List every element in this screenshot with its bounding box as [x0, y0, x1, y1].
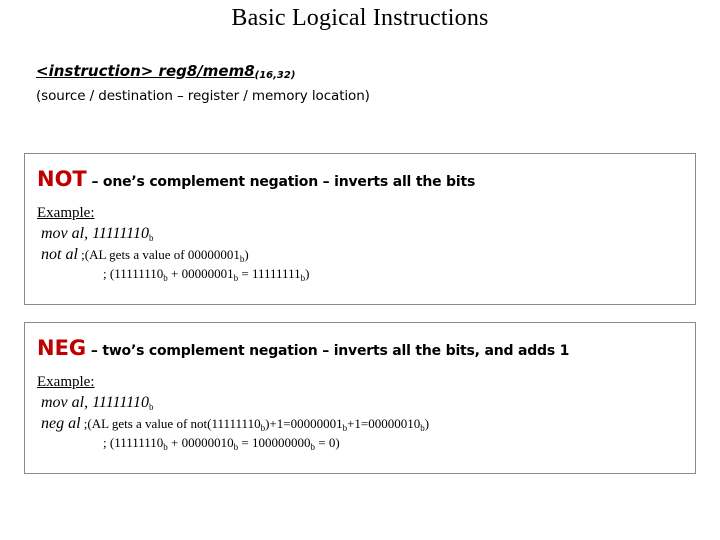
- neg-code-1-mnemonic: mov al, 11111110: [41, 394, 149, 411]
- neg-code-line-1: mov al, 11111110b: [41, 394, 695, 412]
- page-title: Basic Logical Instructions: [231, 5, 489, 31]
- neg-example-label: Example:: [37, 374, 95, 390]
- neg-instruction-panel: NEG – two’s complement negation – invert…: [24, 322, 696, 474]
- neg-code-line-2: neg al ;(AL gets a value of not(11111110…: [41, 415, 695, 433]
- not-example-label: Example:: [37, 205, 95, 221]
- neg-op-description: two’s complement negation – inverts all …: [102, 343, 570, 359]
- not-op-description: one’s complement negation – inverts all …: [102, 174, 476, 190]
- syntax-description: (source / destination – register / memor…: [36, 88, 370, 104]
- not-code-2-mnemonic: not al: [41, 246, 78, 263]
- syntax-instruction-text: <instruction> reg8/mem8: [36, 62, 255, 80]
- not-code-2-comment: ;(AL gets a value of 00000001: [77, 247, 240, 262]
- not-code-1-sub: b: [148, 233, 154, 243]
- not-code-line-2: not al ;(AL gets a value of 00000001b): [41, 246, 695, 264]
- not-instruction-panel: NOT – one’s complement negation – invert…: [24, 153, 696, 305]
- not-code-2-comment-sub: b: [239, 254, 245, 264]
- not-cont-p2: = 11111111: [238, 266, 301, 281]
- not-op-name: NOT: [37, 167, 87, 191]
- neg-dash: –: [86, 343, 103, 359]
- not-cont-p1: + 00000001: [167, 266, 234, 281]
- neg-code-2-mnemonic: neg al: [41, 415, 81, 432]
- neg-heading: NEG – two’s complement negation – invert…: [37, 336, 695, 360]
- not-cont-s2: b: [300, 273, 306, 283]
- syntax-instruction-line: <instruction> reg8/mem8(16,32): [36, 62, 676, 81]
- not-continuation: ; (11111110b + 00000001b = 11111111b): [103, 266, 695, 283]
- not-cont-s1: b: [233, 273, 239, 283]
- not-cont-s0: b: [163, 273, 168, 283]
- neg-code-2-comment: ;(AL gets a value of not(11111110: [80, 416, 261, 431]
- not-cont-p0: ; (11111110: [103, 266, 164, 281]
- not-code-line-1: mov al, 11111110b: [41, 225, 695, 243]
- syntax-block: <instruction> reg8/mem8(16,32) (source /…: [36, 62, 676, 104]
- neg-op-name: NEG: [37, 336, 87, 360]
- not-heading: NOT – one’s complement negation – invert…: [37, 167, 695, 191]
- neg-code-1-sub: b: [148, 402, 154, 412]
- neg-continuation: ; (11111110b + 00000010b = 100000000b = …: [103, 435, 340, 452]
- not-code-2-comment-tail: ): [244, 247, 249, 262]
- not-dash: –: [86, 174, 103, 190]
- neg-code-2-comment-sub: b: [260, 423, 266, 433]
- neg-code-2-comment-tail: )+1=00000001b+1=00000010b): [265, 416, 430, 433]
- not-cont-p3: ): [305, 266, 310, 281]
- syntax-sizes: (16,32): [254, 70, 296, 81]
- not-code-1-mnemonic: mov al, 11111110: [41, 225, 149, 242]
